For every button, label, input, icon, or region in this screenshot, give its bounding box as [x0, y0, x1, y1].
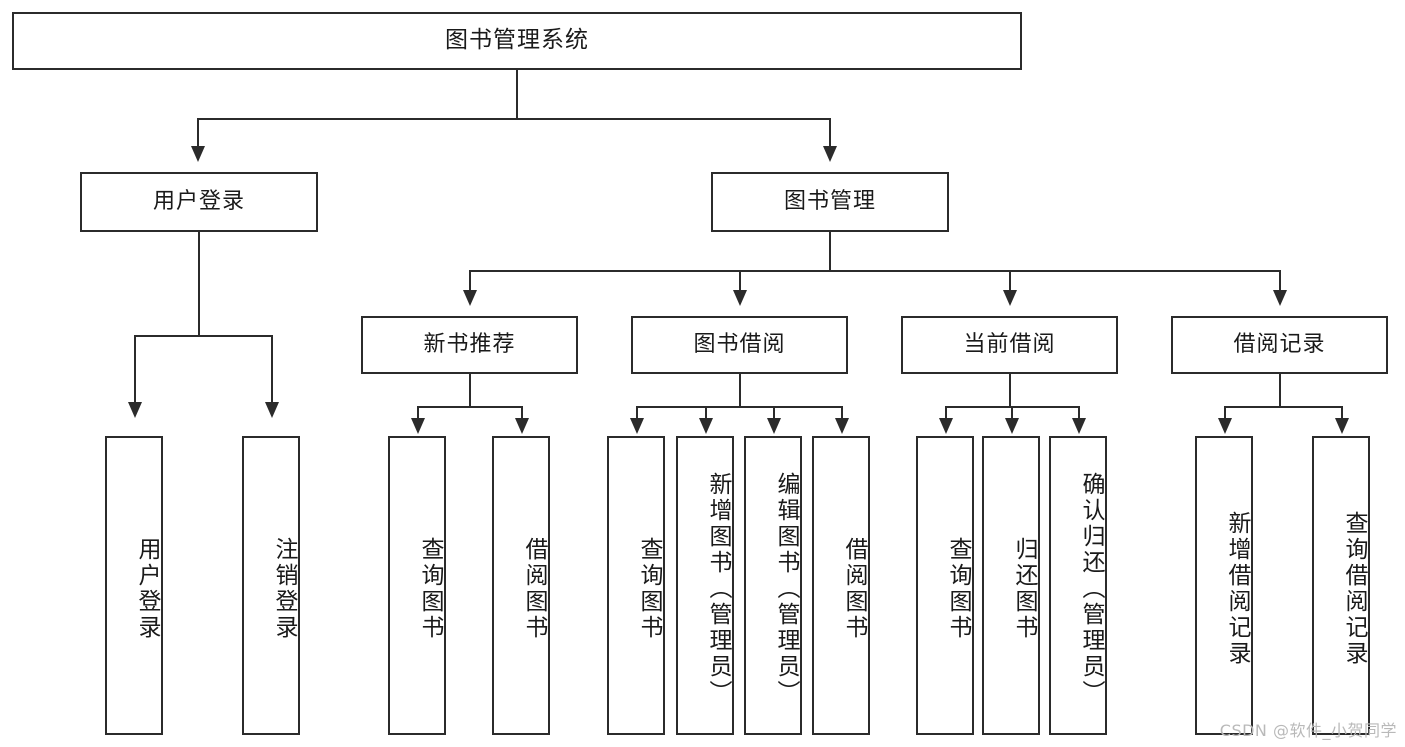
leaf-query-book-recommend[interactable]: 查询图书	[388, 436, 446, 735]
leaf-borrow-book-recommend[interactable]: 借阅图书	[492, 436, 550, 735]
leaf-edit-book-admin[interactable]: 编辑图书（管理员）	[744, 436, 802, 735]
arrow-leaf-borrow-book-1	[515, 418, 529, 434]
connector-to-new-book-recommend	[469, 270, 471, 292]
node-label: 图书管理系统	[445, 27, 589, 54]
leaf-logout-login[interactable]: 注销登录	[242, 436, 300, 735]
connector-to-user-login	[197, 118, 199, 148]
connector-level2-bar	[197, 118, 831, 120]
arrow-leaf-add-book-admin	[699, 418, 713, 434]
leaf-label: 用户登录	[134, 536, 160, 641]
node-book-borrow[interactable]: 图书借阅	[631, 316, 848, 374]
arrow-to-user-login	[191, 146, 205, 162]
arrow-to-new-book-recommend	[463, 290, 477, 306]
arrow-leaf-query-book-3	[939, 418, 953, 434]
connector-bb-drop-4	[841, 406, 843, 420]
arrow-leaf-logout-login	[265, 402, 279, 418]
leaf-label: 查询图书	[636, 536, 662, 641]
leaf-query-book-current[interactable]: 查询图书	[916, 436, 974, 735]
leaf-label: 新增借阅记录	[1224, 510, 1250, 667]
arrow-to-book-management	[823, 146, 837, 162]
node-label: 新书推荐	[423, 331, 516, 357]
node-current-borrow[interactable]: 当前借阅	[901, 316, 1118, 374]
connector-user-login-right-drop	[271, 335, 273, 404]
node-book-management[interactable]: 图书管理	[711, 172, 949, 232]
connector-user-login-left-drop	[134, 335, 136, 404]
arrow-leaf-query-book-1	[411, 418, 425, 434]
connector-br-right-drop	[1341, 406, 1343, 420]
node-label: 用户登录	[152, 188, 245, 214]
connector-to-current-borrow	[1009, 270, 1011, 292]
connector-book-borrow-stem	[739, 374, 741, 408]
node-new-book-recommend[interactable]: 新书推荐	[361, 316, 578, 374]
connector-to-borrow-record	[1279, 270, 1281, 292]
connector-nbr-right-drop	[521, 406, 523, 420]
leaf-label: 注销登录	[271, 536, 297, 641]
node-label: 借阅记录	[1233, 331, 1326, 357]
connector-user-login-bar	[134, 335, 273, 337]
node-borrow-record[interactable]: 借阅记录	[1171, 316, 1388, 374]
connector-bb-drop-3	[773, 406, 775, 420]
connector-nbr-left-drop	[417, 406, 419, 420]
arrow-leaf-query-book-2	[630, 418, 644, 434]
connector-borrow-record-stem	[1279, 374, 1281, 408]
connector-br-left-drop	[1224, 406, 1226, 420]
node-label: 图书管理	[783, 188, 876, 214]
leaf-label: 借阅图书	[521, 536, 547, 641]
connector-cb-drop-3	[1078, 406, 1080, 420]
arrow-leaf-user-login	[128, 402, 142, 418]
arrow-to-borrow-record	[1273, 290, 1287, 306]
connector-book-management-stem	[829, 232, 831, 270]
arrow-to-current-borrow	[1003, 290, 1017, 306]
connector-level3-bar	[469, 270, 1281, 272]
leaf-label: 借阅图书	[841, 536, 867, 641]
connector-new-book-recommend-stem	[469, 374, 471, 408]
arrow-leaf-query-borrow-record	[1335, 418, 1349, 434]
connector-user-login-stem	[198, 232, 200, 335]
connector-current-borrow-stem	[1009, 374, 1011, 408]
node-label: 当前借阅	[963, 331, 1056, 357]
leaf-label: 查询图书	[417, 536, 443, 641]
connector-bb-drop-2	[705, 406, 707, 420]
leaf-confirm-return-admin[interactable]: 确认归还（管理员）	[1049, 436, 1107, 735]
leaf-label: 新增图书（管理员）	[705, 471, 731, 706]
connector-cb-drop-1	[945, 406, 947, 420]
leaf-return-book[interactable]: 归还图书	[982, 436, 1040, 735]
leaf-label: 确认归还（管理员）	[1078, 471, 1104, 706]
leaf-borrow-book-borrow[interactable]: 借阅图书	[812, 436, 870, 735]
connector-book-borrow-bar	[636, 406, 842, 408]
connector-root-stem	[516, 70, 518, 118]
connector-bb-drop-1	[636, 406, 638, 420]
connector-borrow-record-bar	[1224, 406, 1342, 408]
node-user-login[interactable]: 用户登录	[80, 172, 318, 232]
node-label: 图书借阅	[693, 331, 786, 357]
arrow-leaf-edit-book-admin	[767, 418, 781, 434]
arrow-to-book-borrow	[733, 290, 747, 306]
leaf-query-book-borrow[interactable]: 查询图书	[607, 436, 665, 735]
leaf-label: 归还图书	[1011, 536, 1037, 641]
connector-to-book-borrow	[739, 270, 741, 292]
leaf-label: 查询借阅记录	[1341, 510, 1367, 667]
arrow-leaf-borrow-book-2	[835, 418, 849, 434]
leaf-add-borrow-record[interactable]: 新增借阅记录	[1195, 436, 1253, 735]
arrow-leaf-confirm-return-admin	[1072, 418, 1086, 434]
watermark-text: CSDN @软件_小贺同学	[1219, 721, 1397, 740]
leaf-label: 查询图书	[945, 536, 971, 641]
node-root-book-management-system[interactable]: 图书管理系统	[12, 12, 1022, 70]
connector-to-book-management	[829, 118, 831, 148]
arrow-leaf-add-borrow-record	[1218, 418, 1232, 434]
leaf-query-borrow-record[interactable]: 查询借阅记录	[1312, 436, 1370, 735]
connector-cb-drop-2	[1011, 406, 1013, 420]
leaf-label: 编辑图书（管理员）	[773, 471, 799, 706]
connector-new-book-recommend-bar	[417, 406, 522, 408]
leaf-user-login[interactable]: 用户登录	[105, 436, 163, 735]
leaf-add-book-admin[interactable]: 新增图书（管理员）	[676, 436, 734, 735]
arrow-leaf-return-book	[1005, 418, 1019, 434]
